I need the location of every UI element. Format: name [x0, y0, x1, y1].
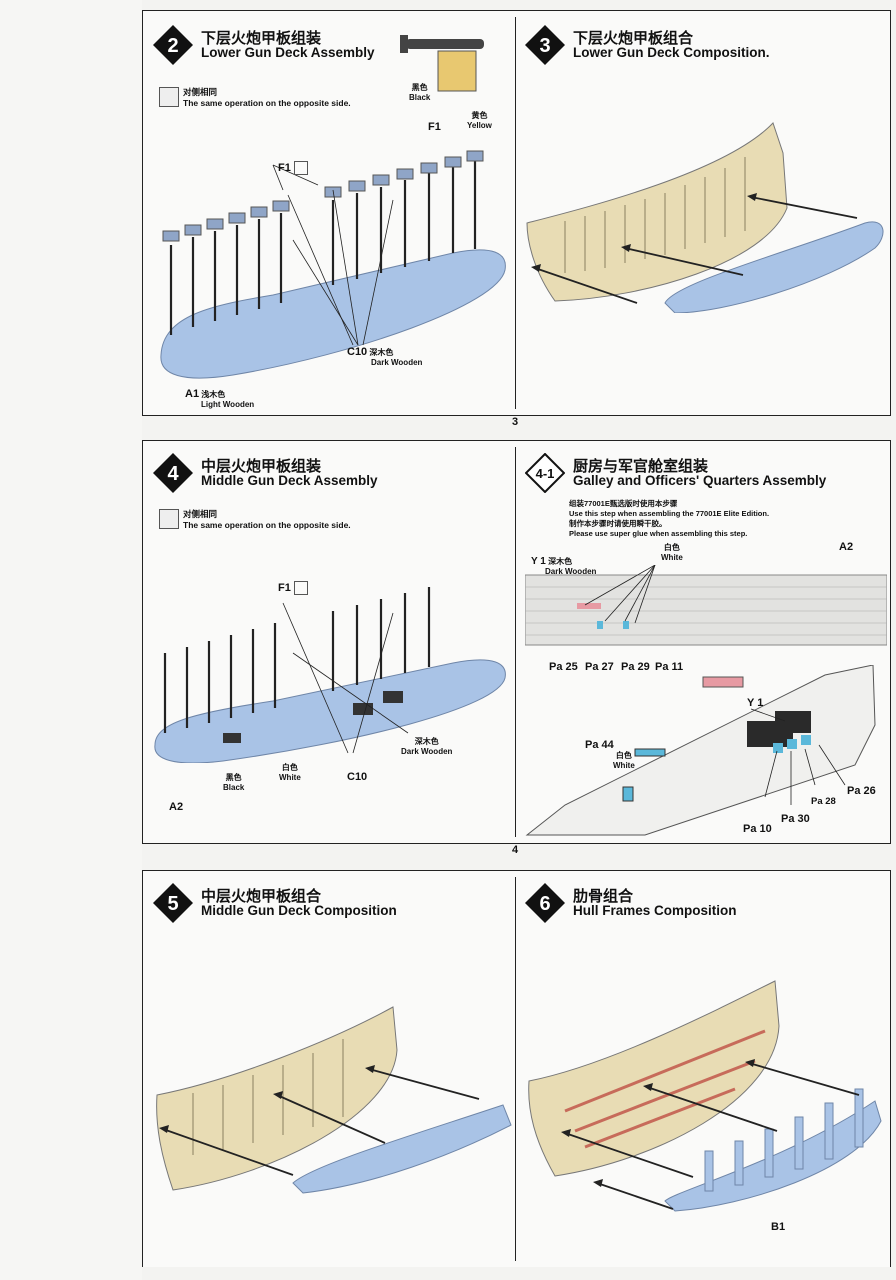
upper-deck-a2-illustration — [525, 565, 887, 646]
mirror-icon — [159, 87, 179, 107]
page-divider — [515, 447, 516, 837]
svg-text:4-1: 4-1 — [536, 466, 555, 481]
label-pa11: Pa 11 — [655, 661, 684, 673]
label-pa28: Pa 28 — [811, 796, 836, 807]
hull-frames-illustration — [528, 980, 882, 1212]
step-title-cn: 中层火炮甲板组装 — [201, 458, 322, 475]
mirror-icon-small — [293, 161, 308, 175]
step-4-middle-gun-deck-assembly: 4 中层火炮甲板组装 Middle Gun Deck Assembly 对侧相同… — [153, 453, 513, 838]
instruction-page-5: 5 中层火炮甲板组合 Middle Gun Deck Composition 6… — [142, 870, 891, 1267]
scan-shadow — [0, 0, 142, 1280]
svg-text:4: 4 — [167, 463, 179, 485]
step-title-cn: 肋骨组合 — [573, 888, 634, 905]
page-number: 4 — [512, 844, 519, 856]
label-b1: B1 — [771, 1221, 786, 1233]
label-pa25: Pa 25 — [549, 661, 578, 673]
step-6-hull-frames-composition: 6 肋骨组合 Hull Frames Composition B1 — [525, 883, 887, 1263]
step-badge: 3 — [525, 25, 565, 65]
svg-text:6: 6 — [539, 893, 550, 915]
label-f1-callout: F1 — [278, 161, 308, 175]
step-badge: 4 — [153, 453, 193, 493]
step-title-en: Lower Gun Deck Assembly — [201, 45, 375, 60]
svg-text:3: 3 — [539, 35, 550, 57]
step-title-cn: 中层火炮甲板组合 — [201, 888, 322, 905]
step-title-cn: 下层火炮甲板组合 — [573, 30, 694, 47]
cannon-f1-illustration — [400, 35, 484, 92]
step-4-1-galley-officers-quarters: 4-1 厨房与军官舱室组装 Galley and Officers' Quart… — [525, 453, 887, 838]
middle-gun-deck-illustration — [154, 587, 506, 763]
label-pa30: Pa 30 — [781, 813, 810, 825]
svg-text:5: 5 — [167, 893, 178, 915]
note-cn: 对侧相同 — [183, 87, 218, 97]
step-title-en: Lower Gun Deck Composition. — [573, 45, 770, 60]
hull-with-lower-deck-illustration — [526, 122, 884, 313]
step-badge: 5 — [153, 883, 193, 923]
step-title-cn: 厨房与军官舱室组装 — [573, 458, 709, 475]
step-badge: 6 — [525, 883, 565, 923]
lower-gun-deck-illustration — [160, 150, 506, 379]
step-number: 2 — [167, 35, 178, 57]
label-a2: A2 — [169, 801, 184, 813]
label-a2: A2 — [839, 541, 854, 553]
label-pa44: Pa 44 — [585, 739, 614, 751]
label-pa29: Pa 29 — [621, 661, 650, 673]
step-title-en: Galley and Officers' Quarters Assembly — [573, 473, 827, 488]
page-divider — [515, 877, 516, 1261]
step-title-en: Hull Frames Composition — [573, 903, 737, 918]
note-en: The same operation on the opposite side. — [183, 98, 351, 108]
step-title-en: Middle Gun Deck Assembly — [201, 473, 378, 488]
page-number: 3 — [512, 416, 519, 428]
page-divider — [515, 17, 516, 409]
label-pa26: Pa 26 — [847, 785, 876, 797]
label-f1-callout: F1 — [278, 581, 308, 595]
label-pa10: Pa 10 — [743, 823, 772, 835]
step-title-en: Middle Gun Deck Composition — [201, 903, 397, 918]
instruction-page-4: 4 中层火炮甲板组装 Middle Gun Deck Assembly 对侧相同… — [142, 440, 891, 844]
mirror-icon-small — [293, 581, 308, 595]
label-c10: C10 — [347, 771, 368, 783]
label-f1-part: F1 — [428, 121, 441, 133]
label-y1-bench: Y 1 — [747, 697, 764, 709]
step-badge: 4-1 — [525, 453, 565, 493]
step-3-lower-gun-deck-composition: 3 下层火炮甲板组合 Lower Gun Deck Composition. — [525, 25, 887, 410]
mirror-icon — [159, 509, 179, 529]
galley-quarters-illustration — [525, 665, 876, 836]
step-5-middle-gun-deck-composition: 5 中层火炮甲板组合 Middle Gun Deck Composition — [153, 883, 513, 1263]
step-title-cn: 下层火炮甲板组装 — [201, 30, 322, 47]
step-badge: 2 — [153, 25, 193, 65]
hull-with-middle-deck-illustration — [156, 1006, 512, 1194]
label-pa27: Pa 27 — [585, 661, 614, 673]
